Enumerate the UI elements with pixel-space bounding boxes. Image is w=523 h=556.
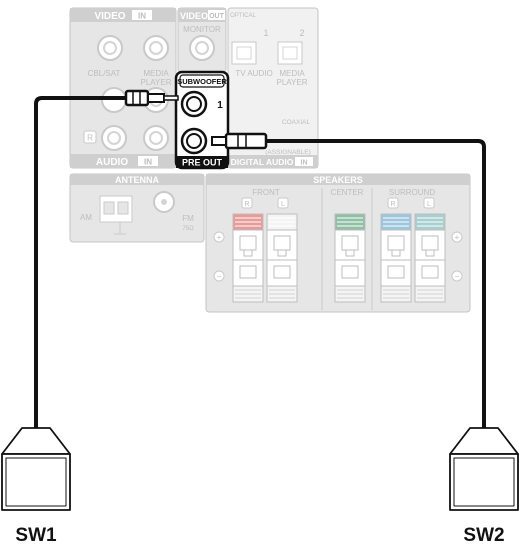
audio-in-tag-box [138,156,158,166]
media-player-video-jack [143,35,169,61]
front-label: FRONT [252,188,280,197]
monitor-video-jack [189,35,215,61]
plus-symbol-left: + [217,233,222,242]
video-out-header: VIDEO [180,11,208,21]
terminal-front-r [232,213,264,303]
cable-sw2 [264,139,486,428]
optical-port-2 [277,41,303,65]
tv-audio-label: TV AUDIO [235,69,272,78]
cable-sw2-line [264,139,486,428]
antenna-header-bar [70,174,204,185]
monitor-label: MONITOR [183,25,221,34]
plus-symbol-right: + [455,233,460,242]
optical-port-1 [231,41,257,65]
cbl-sat-label: CBL/SAT [88,69,121,78]
pre-out-label: PRE OUT [182,158,223,168]
pre-out-bar [176,156,228,168]
assignable-label: (ASSIGNABLE) [265,149,311,156]
fm-ohm-label: 75Ω [182,226,194,232]
rca-plug-1 [124,89,179,107]
terminal-surround-r [380,213,412,303]
minus-symbol-left: − [217,272,222,281]
audio-in-tag: IN [144,158,152,167]
sw1-label: SW1 [15,525,57,546]
pre-out-section: SUBWOOFER 1 2 PRE OUT [174,70,230,170]
subwoofer-label: SUBWOOFER [177,77,227,86]
surround-l-badge [423,197,435,209]
front-l-badge-text: L [281,201,285,208]
cable-sw1-line [34,96,128,428]
plus-marker-left [213,231,225,243]
fm-label: FM [182,214,194,223]
audio-in-r-jack-2 [143,125,169,151]
subwoofer-1 [1,427,71,511]
cbl-sat-video-jack [97,35,123,61]
surround-r-badge-text: R [390,201,395,208]
terminal-surround-l [414,213,446,303]
speakers-label: SPEAKERS [313,175,363,185]
am-label: AM [80,213,92,222]
coaxial-label: COAXIAL [282,119,311,126]
terminal-center [334,213,366,303]
rca-plug-2 [211,132,268,150]
audio-in-label: AUDIO [96,157,128,168]
optical-port-1-label: 1 [263,28,268,38]
optical-label: OPTICAL [230,13,256,19]
video-out-tag: OUT [209,13,225,20]
audio-in-r-jack-1 [101,125,127,151]
audio-r-badge-text: R [87,134,93,143]
plus-marker-right [451,231,463,243]
video-in-tag-box [132,10,152,20]
sw2-label: SW2 [463,525,504,546]
center-label: CENTER [331,188,364,197]
front-r-badge-text: R [244,201,249,208]
digital-audio-tag: IN [301,160,308,167]
antenna-label: ANTENNA [115,175,159,185]
surround-l-badge-text: L [427,201,431,208]
media-player-label-2: PLAYER [141,78,172,87]
minus-marker-right [451,270,463,282]
surround-label: SURROUND [389,188,435,197]
surround-r-badge [387,197,399,209]
audio-r-badge [83,130,97,144]
minus-marker-left [213,270,225,282]
video-in-header: VIDEO [94,11,125,22]
sub-port-1-label: 1 [217,100,223,111]
digital-audio-tag-box [295,157,313,166]
digital-audio-label: DIGITAL AUDIO [231,157,294,167]
optical-media-label-2: PLAYER [277,78,308,87]
subwoofer-port-1 [180,90,208,118]
media-player-label-1: MEDIA [143,69,169,78]
subwoofer-2 [449,427,519,511]
front-r-badge [241,197,253,209]
subwoofer-port-2 [180,127,208,155]
optical-port-2-label: 2 [299,28,304,38]
speaker-terminals [232,213,446,303]
speakers-header-bar [206,174,470,185]
cable-sw1 [34,96,128,428]
terminal-front-l [266,213,298,303]
optical-media-label-1: MEDIA [279,69,305,78]
front-l-badge [277,197,289,209]
subwoofer-label-box [179,74,225,88]
video-out-tag-box [208,10,225,20]
minus-symbol-right: − [455,272,460,281]
video-in-tag: IN [138,12,146,21]
